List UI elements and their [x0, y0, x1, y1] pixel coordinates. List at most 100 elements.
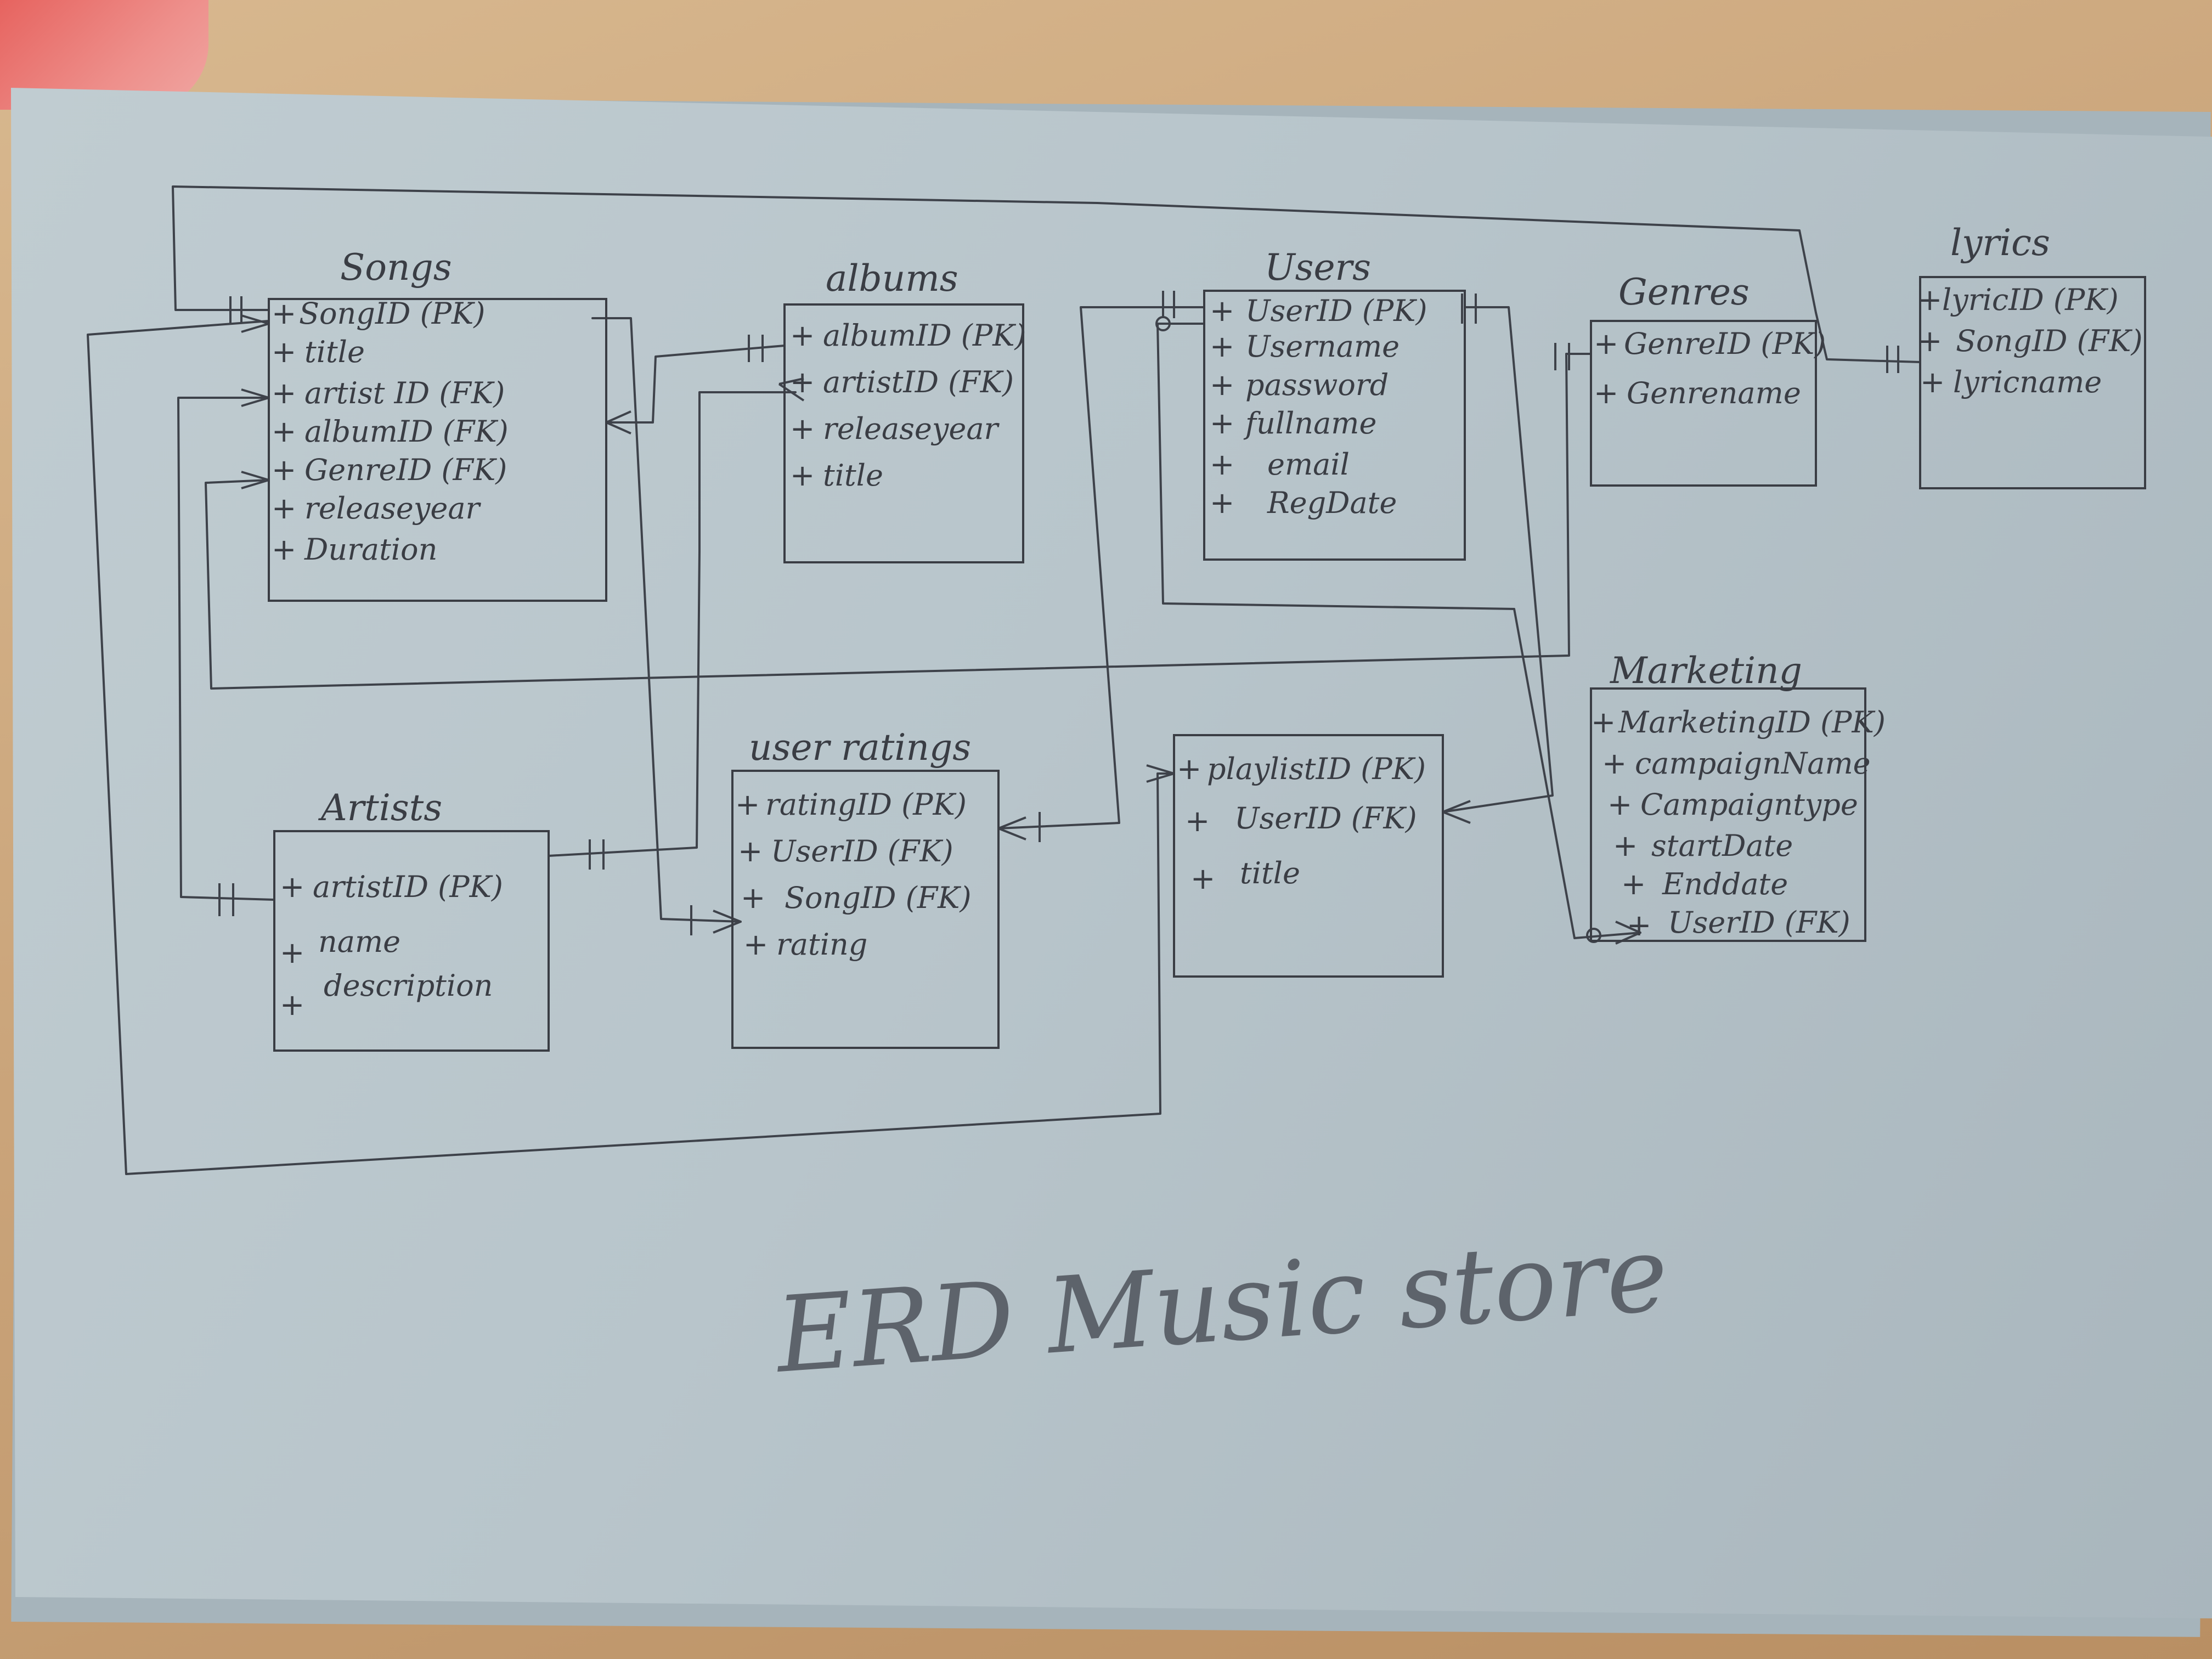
- entity-user-ratings: user ratings + ratingID (PK) + UserID (F…: [731, 726, 1000, 1049]
- users-attr-3: fullname: [1243, 406, 1376, 441]
- lyrics-attr-0: lyricID (PK): [1942, 283, 2119, 317]
- rel-songs-lyrics: [172, 185, 1921, 363]
- rel-artists-albums: [548, 391, 797, 857]
- svg-text:+: +: [1177, 752, 1201, 786]
- svg-text:+: +: [1920, 365, 1945, 399]
- entity-lyrics-title: lyrics: [1950, 222, 2050, 264]
- svg-text:+: +: [1210, 406, 1234, 441]
- entity-marketing: Marketing + MarketingID (PK) + campaignN…: [1590, 650, 1886, 943]
- svg-text:+: +: [743, 927, 768, 962]
- rel-songs-genres: [205, 353, 1592, 690]
- users-attr-1: Username: [1245, 329, 1400, 364]
- entity-users: Users + UserID (PK) + Username + passwor…: [1203, 246, 1466, 561]
- playlists-attr-2: title: [1240, 856, 1300, 890]
- svg-text:+: +: [1594, 326, 1618, 361]
- svg-text:+: +: [272, 414, 296, 449]
- svg-text:+: +: [790, 318, 815, 353]
- users-attr-2: password: [1245, 368, 1389, 402]
- svg-text:+: +: [272, 335, 296, 369]
- playlists-attr-0: playlistID (PK): [1207, 752, 1426, 786]
- rel-songs-user-ratings: [591, 317, 742, 923]
- svg-text:+: +: [735, 787, 760, 822]
- svg-text:+: +: [1190, 861, 1215, 896]
- svg-text:+: +: [790, 458, 815, 493]
- marketing-attr-5: UserID (FK): [1668, 905, 1850, 940]
- songs-attr-0: SongID (PK): [299, 296, 485, 331]
- entity-genres-title: Genres: [1618, 271, 1750, 313]
- entity-songs-title: Songs: [340, 246, 452, 289]
- artists-attr-0: artistID (PK): [313, 870, 503, 904]
- rel-users-user-ratings: [997, 306, 1205, 830]
- artists-attr-1: name: [318, 924, 400, 959]
- entity-songs-box: [268, 298, 607, 602]
- albums-attr-1: artistID (FK): [823, 365, 1014, 399]
- entity-lyrics-box: [1919, 276, 2146, 489]
- svg-text:+: +: [1627, 908, 1651, 943]
- songs-attr-4: GenreID (FK): [304, 453, 507, 487]
- users-attr-0: UserID (PK): [1245, 294, 1427, 328]
- svg-text:+: +: [280, 988, 304, 1022]
- users-attr-4: email: [1267, 447, 1350, 482]
- marketing-attr-2: Campaigntype: [1640, 787, 1858, 822]
- entity-artists: Artists + artistID (PK) + name + descrip…: [273, 787, 550, 1052]
- lyrics-attr-2: lyricname: [1953, 365, 2102, 399]
- entity-user-ratings-title: user ratings: [749, 726, 971, 769]
- genres-attr-1: Genrename: [1627, 376, 1801, 410]
- svg-text:+: +: [738, 834, 763, 868]
- genres-attr-0: GenreID (PK): [1624, 326, 1826, 361]
- marketing-attr-3: startDate: [1651, 828, 1793, 863]
- svg-text:+: +: [1591, 705, 1616, 740]
- entity-lyrics: lyrics + lyricID (PK) + SongID (FK) + ly…: [1917, 222, 2146, 489]
- songs-attr-6: Duration: [304, 532, 437, 567]
- marketing-attr-4: Enddate: [1662, 867, 1788, 901]
- albums-attr-3: title: [823, 458, 883, 493]
- marketing-attr-1: campaignName: [1635, 746, 1871, 781]
- svg-text:+: +: [1621, 867, 1646, 901]
- svg-text:+: +: [1594, 376, 1618, 410]
- svg-text:+: +: [1917, 283, 1942, 317]
- entity-albums-box: [783, 303, 1024, 563]
- svg-text:+: +: [272, 491, 296, 526]
- svg-text:+: +: [1210, 486, 1234, 520]
- user-ratings-attr-1: UserID (FK): [771, 834, 953, 868]
- entity-artists-title: Artists: [318, 787, 442, 829]
- rel-users-playlists: [1442, 306, 1554, 813]
- albums-attr-0: albumID (PK): [823, 318, 1026, 353]
- paper-sheet: [11, 88, 2212, 1618]
- songs-attr-5: releaseyear: [304, 491, 482, 526]
- artists-attr-2: description: [324, 968, 493, 1003]
- svg-text:+: +: [1185, 804, 1210, 838]
- entity-genres: Genres + GenreID (PK) + Genrename: [1590, 271, 1826, 487]
- entity-user-ratings-box: [731, 770, 1000, 1049]
- songs-attr-3: albumID (FK): [304, 414, 509, 449]
- svg-text:+: +: [1210, 294, 1234, 328]
- svg-text:+: +: [272, 376, 296, 410]
- entity-playlists: + playlistID (PK) + UserID (FK) + title: [1173, 734, 1444, 978]
- svg-text:+: +: [1607, 787, 1632, 822]
- rel-songs-playlists: [87, 320, 1175, 1175]
- rel-users-marketing: [1156, 323, 1641, 939]
- svg-text:+: +: [1917, 324, 1942, 358]
- albums-attr-2: releaseyear: [823, 411, 1000, 446]
- relationship-lines: [87, 185, 1921, 1175]
- entity-songs: Songs + SongID (PK) + title + artist ID …: [268, 246, 607, 602]
- svg-text:+: +: [272, 532, 296, 567]
- svg-text:+: +: [1210, 368, 1234, 402]
- svg-text:+: +: [272, 453, 296, 487]
- lyrics-attr-1: SongID (FK): [1956, 324, 2143, 358]
- marketing-attr-0: MarketingID (PK): [1618, 705, 1886, 740]
- entity-playlists-box: [1173, 734, 1444, 978]
- rel-songs-albums: [605, 345, 786, 424]
- entity-users-box: [1203, 290, 1466, 561]
- rel-songs-artists: [177, 397, 275, 901]
- svg-text:+: +: [280, 935, 304, 970]
- svg-text:+: +: [280, 870, 304, 904]
- cardinality-marks: [218, 291, 1899, 945]
- svg-text:+: +: [1602, 746, 1627, 781]
- entity-marketing-title: Marketing: [1610, 650, 1802, 692]
- svg-text:+: +: [790, 365, 815, 399]
- entity-albums-title: albums: [826, 257, 958, 300]
- songs-attr-1: title: [304, 335, 365, 369]
- songs-attr-2: artist ID (FK): [304, 376, 505, 410]
- svg-text:+: +: [741, 881, 765, 915]
